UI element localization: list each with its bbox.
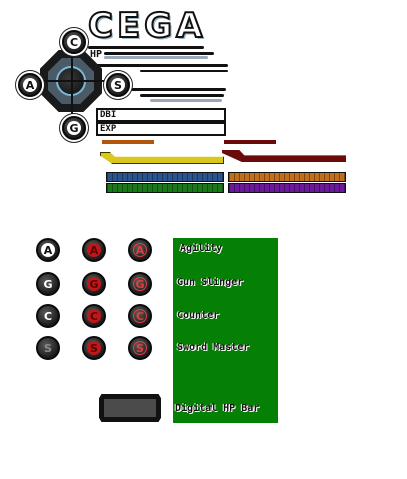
dbi-label: DBI — [100, 110, 117, 120]
c-button[interactable]: C — [62, 30, 86, 54]
mid-stripe-1 — [130, 88, 226, 91]
gun-slinger-label: Gun Slinger — [177, 277, 244, 288]
title-stripe-3 — [104, 56, 208, 59]
blue-segment-bar — [106, 172, 224, 182]
sword-master-icon-highlight: S — [128, 336, 152, 360]
hp-label: HP — [90, 49, 103, 60]
gun-slinger-letter: G — [43, 277, 53, 291]
counter-letter-highlight: C — [133, 309, 147, 323]
counter-icon-active: C — [82, 304, 106, 328]
gun-slinger-icon-highlight: G — [128, 272, 152, 296]
pad-line-h — [40, 80, 108, 82]
sword-master-letter: S — [44, 341, 52, 355]
c-button-label: C — [67, 35, 81, 49]
red-slant-bar — [222, 150, 346, 162]
legend-panel — [173, 238, 278, 423]
exp-bar: EXP — [96, 122, 226, 136]
digital-hp-bar-fill — [104, 399, 156, 417]
purple-segment-bar — [228, 183, 346, 193]
title-stripe-5 — [140, 70, 228, 72]
sword-master-letter-highlight: S — [133, 341, 147, 355]
title-stripe-4 — [88, 64, 228, 67]
skill-grid: A G C S A G C S A G C S — [0, 230, 170, 370]
gun-slinger-icon-active: G — [82, 272, 106, 296]
agility-letter-highlight: A — [133, 243, 147, 257]
counter-icon-normal: C — [36, 304, 60, 328]
yellow-slant-bar — [100, 152, 224, 164]
title-stripe-2 — [104, 52, 214, 55]
agility-letter: A — [41, 243, 55, 257]
title-stripe-1 — [88, 46, 204, 49]
s-button-label: S — [111, 78, 125, 92]
sword-master-letter-active: S — [87, 341, 101, 355]
agility-icon-active: A — [82, 238, 106, 262]
a-button[interactable]: A — [18, 73, 42, 97]
pad-line-v — [71, 40, 73, 126]
digital-hp-bar-label: Digital HP Bar — [175, 403, 260, 414]
agility-letter-active: A — [87, 243, 101, 257]
red-strip — [224, 140, 276, 144]
gun-slinger-letter-active: G — [87, 277, 101, 291]
agility-label: Agility — [180, 243, 223, 254]
sword-master-icon-active: S — [82, 336, 106, 360]
counter-letter-active: C — [87, 309, 101, 323]
sword-master-label: Sword Master — [177, 342, 250, 353]
hud: CEGA HP DBI EXP C A S G — [0, 0, 407, 200]
a-button-label: A — [23, 78, 37, 92]
s-button[interactable]: S — [106, 73, 130, 97]
counter-label: Counter — [177, 310, 220, 321]
sword-master-icon-normal: S — [36, 336, 60, 360]
dbi-bar: DBI — [96, 108, 226, 122]
gun-slinger-icon-normal: G — [36, 272, 60, 296]
g-button[interactable]: G — [62, 116, 86, 140]
counter-letter: C — [43, 309, 53, 323]
g-button-label: G — [67, 121, 81, 135]
exp-label: EXP — [100, 124, 117, 134]
hud-title: CEGA — [87, 5, 207, 47]
agility-icon-normal: A — [36, 238, 60, 262]
orange-strip — [102, 140, 154, 144]
gun-slinger-letter-highlight: G — [133, 277, 147, 291]
green-segment-bar — [106, 183, 224, 193]
counter-icon-highlight: C — [128, 304, 152, 328]
mid-stripe-3 — [150, 99, 222, 102]
orange-segment-bar — [228, 172, 346, 182]
mid-stripe-2 — [140, 94, 224, 97]
agility-icon-highlight: A — [128, 238, 152, 262]
